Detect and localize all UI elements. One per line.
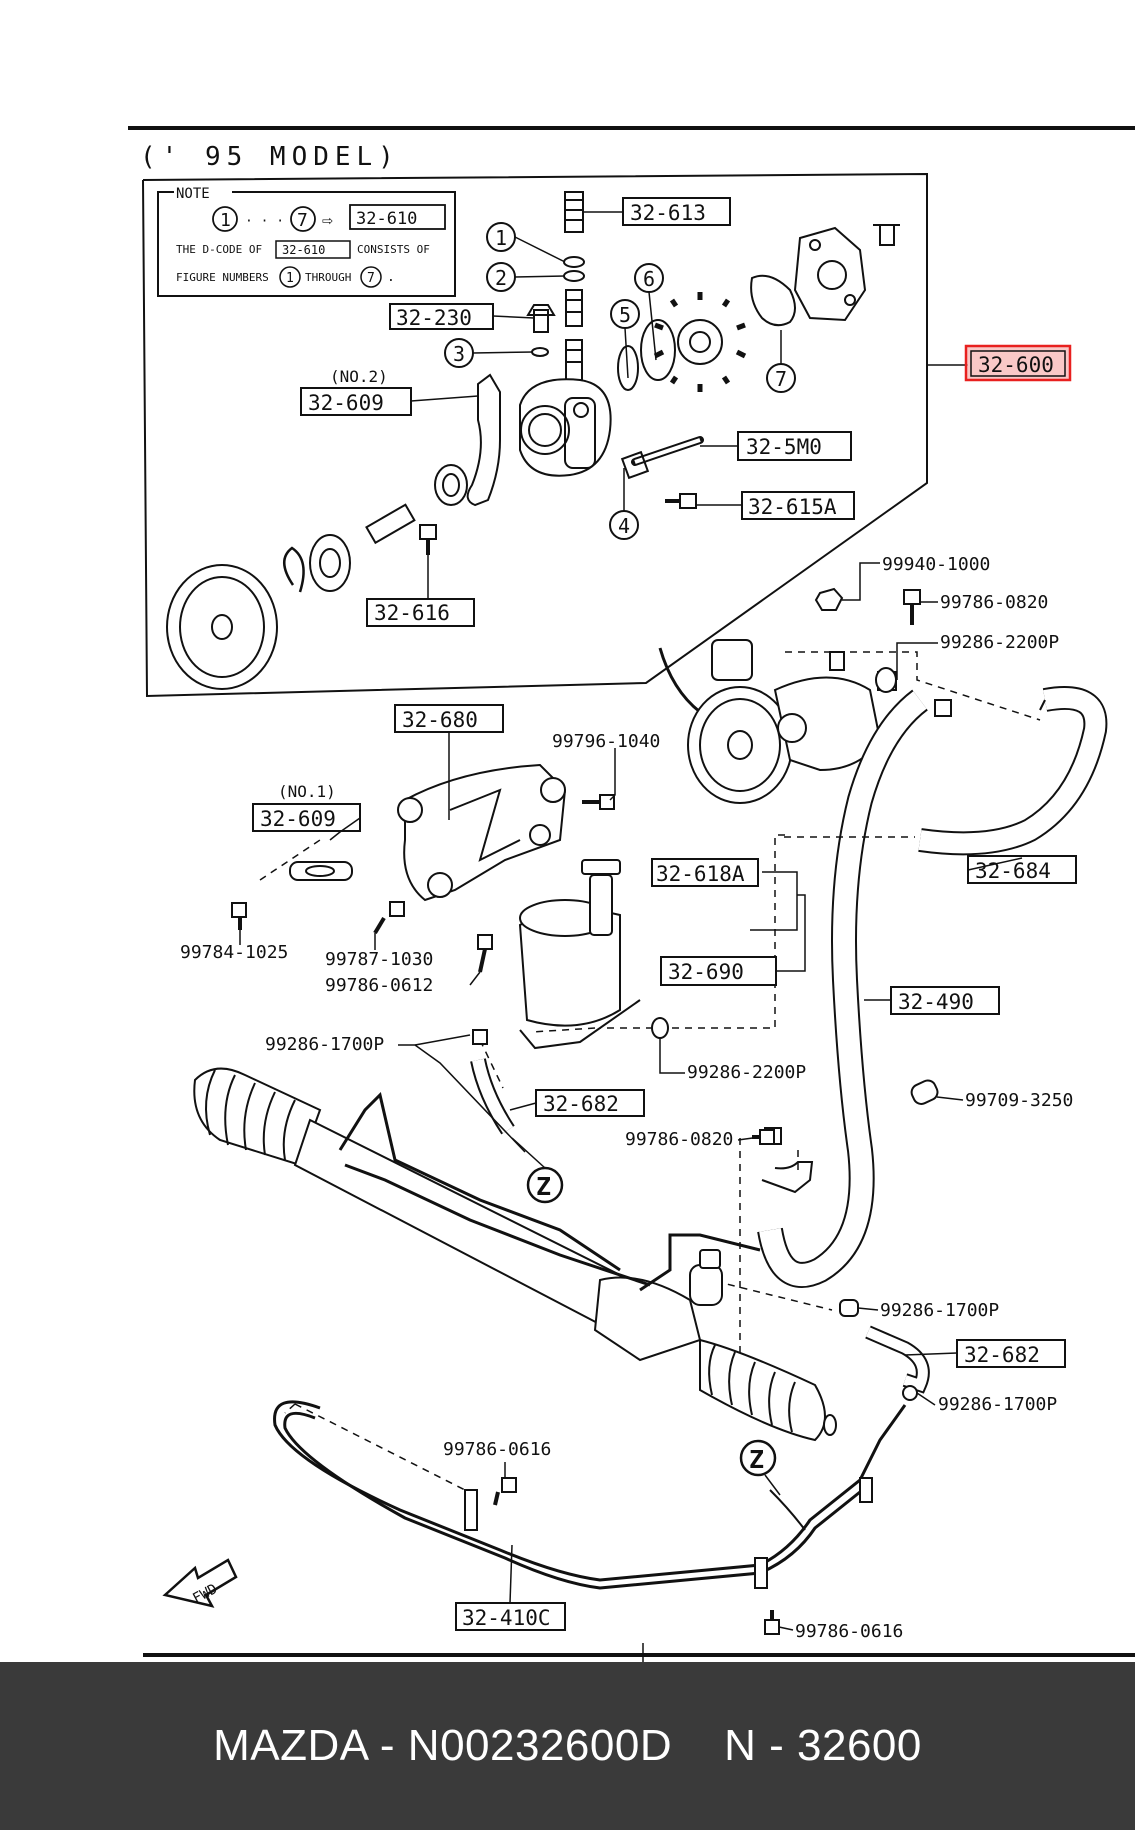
hose-32-684 [918,686,1108,856]
part-32-490: 32-490 [898,990,974,1014]
svg-text:1: 1 [495,226,507,250]
parts-diagram: (' 95 MODEL) NOTE 1 · · · 7 ⇨ 32-610 THE… [128,126,1135,1662]
num-99784-1025: 99784-1025 [180,942,288,963]
num-99786-0612: 99786-0612 [325,975,433,996]
num-99786-0820-upper: 99786-0820 [940,592,1048,613]
svg-text:Z: Z [749,1445,764,1474]
svg-text:6: 6 [643,267,655,291]
num-99286-1700p-upper: 99286-1700P [265,1034,384,1055]
part-32-609-no1: 32-609 [260,807,336,831]
num-99286-2200p-upper: 99286-2200P [940,632,1059,653]
num-99787-1030: 99787-1030 [325,949,433,970]
svg-text:4: 4 [618,514,630,538]
note-range-end: 7 [297,210,308,231]
bracket-32-680 [397,763,567,902]
fwd-arrow: FWD [162,1558,238,1608]
pump-components [166,191,900,690]
note-line2-a: THE D-CODE OF [176,243,262,256]
part-32-680: 32-680 [402,708,478,732]
callout-5: 5 [610,299,640,329]
part-32-609-no2: 32-609 [308,391,384,415]
part-32-609-no2-note: (NO.2) [330,367,388,386]
part-32-618a: 32-618A [656,862,745,886]
footer-bar: MAZDA - N00232600D N - 32600 [0,1662,1135,1830]
num-99786-0616-upper: 99786-0616 [443,1439,551,1460]
note-title: NOTE [176,186,210,202]
num-99286-2200p-lower: 99286-2200P [687,1062,806,1083]
part-32-613: 32-613 [630,201,706,225]
note-line2-code: 32-610 [282,243,325,257]
callout-z-lower: Z [739,1439,777,1477]
svg-text:7: 7 [775,367,787,391]
part-32-600: 32-600 [978,353,1054,377]
callout-1: 1 [486,222,516,252]
part-32-682-lower: 32-682 [964,1343,1040,1367]
num-99286-1700p-middle: 99286-1700P [880,1300,999,1321]
num-99786-0616-lower: 99786-0616 [795,1621,903,1642]
num-99709-3250: 99709-3250 [965,1090,1073,1111]
part-32-684: 32-684 [975,859,1051,883]
num-99286-1700p-lower: 99286-1700P [938,1394,1057,1415]
part-32-682-upper: 32-682 [543,1092,619,1116]
note-line3-n2: 7 [367,271,375,286]
num-99796-1040: 99796-1040 [552,731,660,752]
note-line2-b: CONSISTS OF [357,243,430,256]
callout-4: 4 [609,510,639,540]
callout-z-upper: Z [526,1166,564,1204]
svg-text:Z: Z [536,1172,551,1201]
part-32-230: 32-230 [396,306,472,330]
model-label: (' 95 MODEL) [140,142,400,172]
svg-text:5: 5 [619,303,631,327]
pump-group-boundary [142,172,928,698]
note-box: NOTE 1 · · · 7 ⇨ 32-610 THE D-CODE OF 32… [157,185,456,297]
part-32-5m0: 32-5M0 [746,435,822,459]
note-line3-end: . [387,270,395,285]
callout-2: 2 [486,262,516,292]
steering-rack [193,1067,837,1442]
note-line3-n1: 1 [286,271,294,286]
note-code: 32-610 [356,209,417,229]
part-32-410c: 32-410C [462,1606,551,1630]
part-32-609-no1-note: (NO.1) [278,782,336,801]
note-range-dots: · · · [245,214,284,229]
svg-text:2: 2 [495,266,507,290]
num-99786-0820-lower: 99786-0820 [625,1129,733,1150]
part-32-615a: 32-615A [748,495,837,519]
reservoir-32-690 [518,859,641,1050]
part-32-690: 32-690 [668,960,744,984]
callout-6: 6 [634,263,664,293]
num-99940-1000: 99940-1000 [882,554,990,575]
callout-3: 3 [444,338,474,368]
note-arrow: ⇨ [322,210,333,231]
svg-text:3: 3 [453,342,465,366]
hose-32-490 [757,689,929,1288]
note-range-start: 1 [220,210,231,231]
assembled-pump [658,639,897,804]
note-line3-through: THROUGH [305,271,351,284]
part-32-600-highlight: 32-600 [964,344,1072,382]
part-32-616: 32-616 [374,601,450,625]
footer-short-code: N - 32600 [724,1721,922,1770]
note-line3-a: FIGURE NUMBERS [176,271,269,284]
pipe-32-410c [273,1400,907,1590]
callout-7: 7 [766,363,796,393]
footer-brand-part: MAZDA - N00232600D [213,1721,673,1770]
